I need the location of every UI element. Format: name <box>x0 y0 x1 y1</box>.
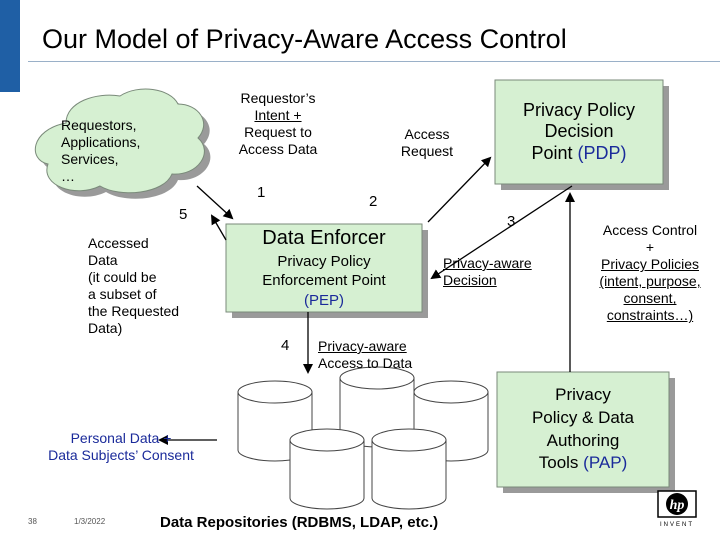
data-repositories-label: Data Repositories (RDBMS, LDAP, etc.) <box>160 514 439 531</box>
step-4-number: 4 <box>281 337 290 354</box>
svg-text:hp: hp <box>670 498 685 513</box>
step-5-number: 5 <box>179 206 188 223</box>
step-2-number: 2 <box>369 193 378 210</box>
pdp-label: Privacy Policy Decision Point (PDP) <box>522 99 636 163</box>
access-request-label: Access Request <box>400 126 454 160</box>
personal-data-label: Personal Data + Data Subjects’ Consent <box>48 430 194 464</box>
slide-date: 1/3/2022 <box>74 517 106 526</box>
slide-title: Our Model of Privacy-Aware Access Contro… <box>42 24 567 54</box>
accessed-data-label: Accessed Data (it could be a subset of t… <box>88 235 180 337</box>
privacy-aware-access-label: Privacy-aware Access to Data <box>318 338 413 372</box>
step-3-number: 3 <box>507 213 516 230</box>
access-control-label: Access Control + Privacy Policies (inten… <box>599 222 701 324</box>
pep-label: Data Enforcer Privacy Policy Enforcement… <box>262 226 386 309</box>
arrow-2-access-request <box>427 156 492 223</box>
hp-logo-icon: hp INVENT <box>657 490 697 528</box>
arrow-3-decision <box>430 185 573 280</box>
arrow-5-accessed-data <box>210 214 227 241</box>
svg-text:INVENT: INVENT <box>660 522 694 528</box>
requestor-intent-label: Requestor’s Intent + Request to Access D… <box>238 90 318 158</box>
requestors-cloud <box>34 88 211 199</box>
title-divider <box>28 61 720 62</box>
hp-logo: hp INVENT <box>657 490 697 528</box>
title-accent-bar <box>0 0 20 92</box>
pap-box <box>496 371 675 493</box>
flow-arrows <box>158 156 575 445</box>
requestors-label: Requestors, Applications, Services, … <box>61 117 141 185</box>
pdp-box <box>494 79 669 190</box>
pep-box <box>225 223 428 318</box>
page-number: 38 <box>28 517 37 526</box>
pap-label: Privacy Policy & Data Authoring Tools (P… <box>531 385 635 473</box>
step-1-number: 1 <box>257 184 266 201</box>
privacy-aware-decision-label: Privacy-aware Decision <box>443 255 532 289</box>
arrow-1-request <box>196 185 234 220</box>
database-cylinders <box>237 366 489 510</box>
